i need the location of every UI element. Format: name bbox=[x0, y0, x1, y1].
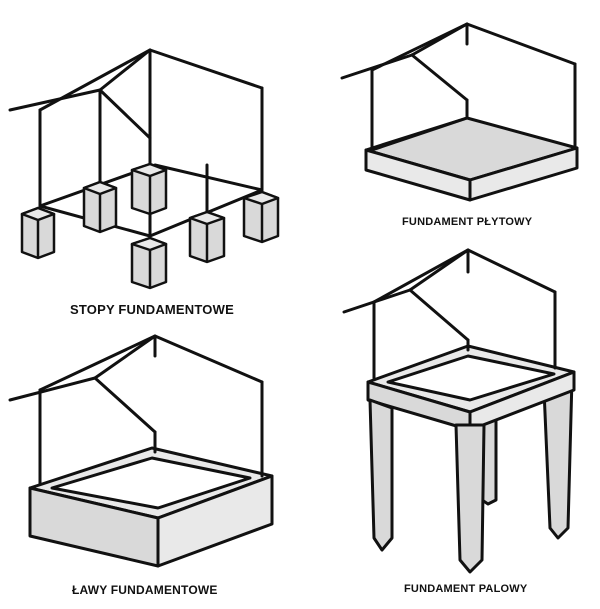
pile bbox=[454, 423, 486, 574]
label-spread-footings: STOPY FUNDAMENTOWE bbox=[70, 302, 234, 317]
footing-block bbox=[82, 180, 118, 234]
strip-inner bbox=[50, 456, 252, 510]
slab-foundation-illustration bbox=[340, 22, 579, 202]
label-pile-foundation: FUNDAMENT PALOWY bbox=[404, 583, 528, 595]
pile-foundation-illustration bbox=[342, 248, 576, 574]
pile-house-frame bbox=[342, 248, 557, 380]
pile bbox=[368, 398, 394, 552]
footing-block bbox=[242, 190, 280, 244]
spread-footing-blocks bbox=[20, 162, 280, 290]
strip-house-frame bbox=[8, 334, 264, 486]
strip-side bbox=[156, 474, 274, 568]
label-strip-footings: ŁAWY FUNDAMENTOWE bbox=[72, 583, 218, 597]
slab-side bbox=[468, 146, 579, 202]
pile-cap-inner bbox=[386, 354, 556, 402]
label-slab-foundation: FUNDAMENT PŁYTOWY bbox=[402, 216, 533, 228]
spread-footings-illustration bbox=[8, 48, 264, 238]
footing-block bbox=[20, 206, 56, 260]
footing-block bbox=[130, 236, 168, 290]
footing-block bbox=[130, 162, 168, 216]
pile bbox=[542, 376, 574, 540]
spread-footings-roof bbox=[8, 48, 264, 140]
footing-block bbox=[188, 210, 226, 264]
strip-footings-illustration bbox=[8, 334, 274, 568]
slab-house-frame bbox=[340, 22, 577, 152]
